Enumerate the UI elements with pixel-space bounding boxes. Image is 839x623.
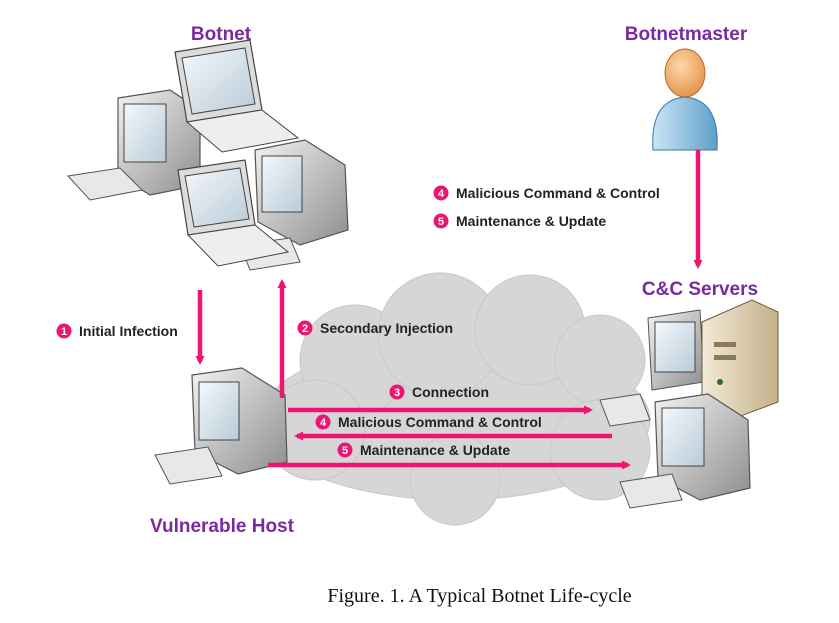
arrows — [195, 150, 703, 470]
figure-caption: Figure. 1. A Typical Botnet Life-cycle — [327, 585, 632, 607]
step-number: 2 — [302, 323, 308, 335]
step-badge — [56, 323, 72, 339]
step-initial-infection: 1 Initial Infection — [56, 323, 178, 339]
node-title-cc-servers: C&C Servers — [642, 279, 758, 300]
step-malicious-cc-host: 4 Malicious Command & Control — [315, 414, 542, 430]
person-icon — [652, 48, 718, 151]
server-icon — [647, 299, 779, 421]
step-label: Maintenance & Update — [456, 213, 606, 229]
step-label: Secondary Injection — [320, 320, 453, 336]
step-maintenance-master: 5 Maintenance & Update — [433, 213, 606, 229]
step-connection: 3 Connection — [389, 384, 489, 400]
desktop-computer-icon — [154, 367, 288, 485]
step-malicious-cc-master: 4 Malicious Command & Control — [433, 185, 660, 201]
step-number: 4 — [320, 417, 327, 429]
step-badge — [337, 442, 353, 458]
step-label: Initial Infection — [79, 323, 178, 339]
step-maintenance-host: 5 Maintenance & Update — [337, 442, 510, 458]
step-label: Connection — [412, 384, 489, 400]
step-number: 5 — [438, 216, 444, 228]
step-label: Malicious Command & Control — [456, 185, 660, 201]
node-title-botnet: Botnet — [191, 24, 252, 45]
node-title-botnetmaster: Botnetmaster — [625, 24, 748, 45]
step-label: Malicious Command & Control — [338, 414, 542, 430]
desktop-computer-icon — [599, 393, 751, 509]
botnet-computers-icon — [66, 39, 349, 271]
step-number: 4 — [438, 188, 445, 200]
step-number: 3 — [394, 387, 400, 399]
step-badge — [297, 320, 313, 336]
step-badge — [389, 384, 405, 400]
step-label: Maintenance & Update — [360, 442, 510, 458]
node-title-vulnerable-host: Vulnerable Host — [150, 516, 295, 537]
step-badge — [433, 185, 449, 201]
step-badge — [433, 213, 449, 229]
step-badge — [315, 414, 331, 430]
step-number: 5 — [342, 445, 348, 457]
step-number: 1 — [61, 326, 67, 338]
step-secondary-injection: 2 Secondary Injection — [297, 320, 453, 336]
